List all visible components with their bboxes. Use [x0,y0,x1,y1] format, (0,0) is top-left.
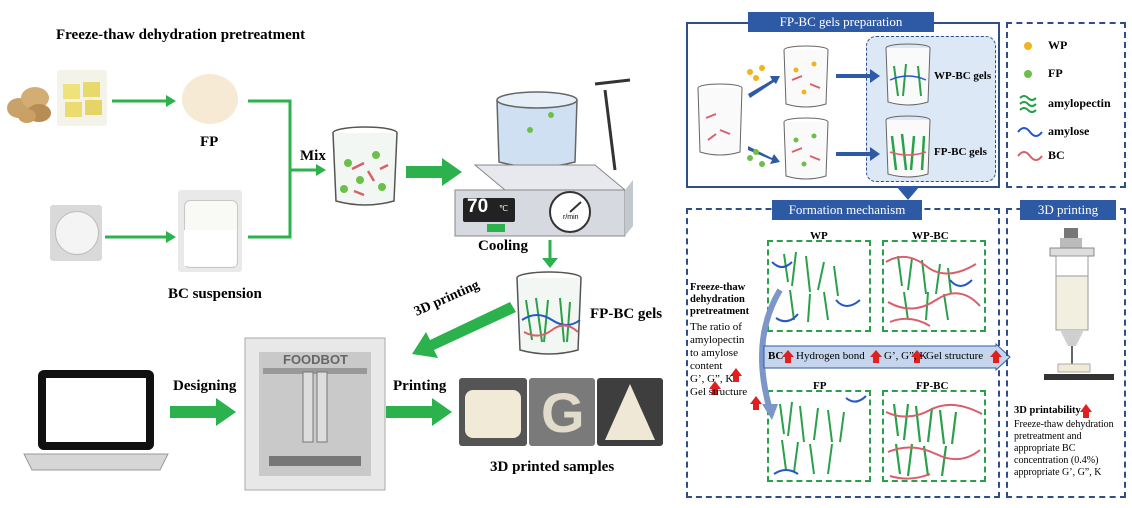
side-line2: amylopectin [690,334,745,346]
prep-title: FP-BC gels preparation [748,12,934,32]
panel-wpbc-label: WP-BC [912,230,949,242]
temperature-value: 70 [467,196,489,217]
fp-powder-image [178,70,244,130]
legend-amylopectin: amylopectin [1048,96,1111,110]
printer-brand: FOODBOT [283,352,348,367]
panel-wpbc [882,240,986,332]
legend-fp: FP [1048,66,1063,80]
legend-symbols [1017,42,1043,161]
cooling-label: Cooling [478,238,529,254]
legend-wp: WP [1048,38,1068,52]
printability-text1: Freeze-thaw dehydration [1014,419,1114,430]
panel-fpbc-label: FP-BC [916,380,949,392]
printability-text2: pretreatment and [1014,431,1082,442]
side-title: Freeze-thaw dehydration pretreatment [690,282,750,317]
potato-cubes-image [57,70,107,126]
wp-bc-gels-label: WP-BC gels [934,70,992,82]
mechanism-title: Formation mechanism [772,200,922,220]
bc-crystals-image [50,205,102,261]
printing-label: Printing [393,378,447,394]
prep-beakers [697,43,931,180]
side-line1: The ratio of [690,321,742,333]
laptop-icon [20,368,170,488]
pretreatment-title-line1: Freeze-thaw dehydration pretreatment [56,27,306,43]
magnetic-stirrer: 70 ℃ r/min [454,70,635,240]
fp-bc-gels-label: FP-BC gels [590,306,663,322]
bc-suspension-label: BC suspension [168,286,262,302]
bar-hydrogen-bond: Hydrogen bond [796,350,865,362]
panel-wp-label: WP [810,230,828,242]
printing-syringe [1044,228,1114,380]
side-line5: G’, G”, K [690,373,734,385]
designing-label: Designing [173,378,237,394]
panel-fp [767,390,871,482]
mechanism-bar-arrow [763,342,1011,372]
printability-text3: appropriate BC [1014,443,1076,454]
bar-gel-structure: Gel structure [926,350,984,362]
potatoes-image [5,78,53,124]
printability-text5: appropriate G’, G”, K [1014,467,1102,478]
bar-moduli: G’, G”, K [884,350,928,362]
fp-bc-gels-beaker [516,271,582,355]
printability-text4: concentration (0.4%) [1014,455,1099,466]
fp-bc-gels-prep-label: FP-BC gels [934,146,987,158]
dial-unit: r/min [563,214,579,221]
3d-printer: FOODBOT [244,337,386,491]
side-line6: Gel structure [690,386,748,398]
side-line4: content [690,360,723,372]
prep-to-mechanism-arrow [896,186,920,200]
sample-cone-image [597,378,663,446]
legend-box [1006,22,1126,188]
designing-arrow [170,398,236,426]
side-line3: to amylose [690,347,738,359]
bc-suspension-image [178,190,242,272]
legend-amylose: amylose [1048,124,1090,138]
fp-label: FP [200,134,219,150]
temperature-unit: ℃ [499,204,508,213]
sample-square-image [459,378,527,446]
cooling-down-arrow [542,240,558,268]
mix-to-heater-arrow [406,158,462,186]
printed-samples-label: 3D printed samples [490,459,615,475]
printing-arrow [386,398,452,426]
printability-title: 3D printability [1014,405,1081,416]
sample-letter-image: G [529,378,595,446]
mix-beaker [332,126,398,206]
legend-bc: BC [1048,148,1065,162]
sample-letter: G [541,381,585,444]
mix-label: Mix [300,148,326,164]
printing-title: 3D printing [1020,200,1116,220]
printing-diagonal-arrow [412,302,516,358]
panel-fp-label: FP [813,380,827,392]
bar-bc: BC [768,350,784,362]
